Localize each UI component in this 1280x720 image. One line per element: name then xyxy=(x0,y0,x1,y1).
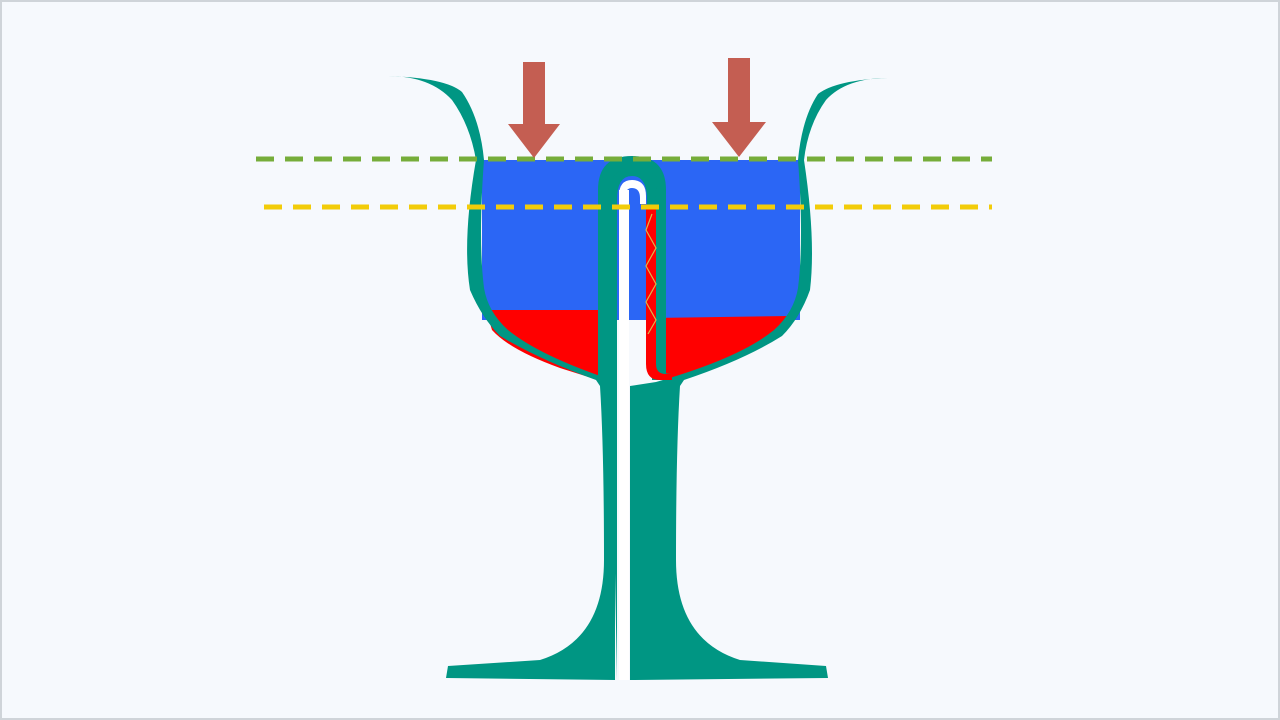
cup-right-wall xyxy=(630,78,888,680)
siphon-tube-wire xyxy=(645,213,657,335)
siphon-tube-liquid xyxy=(646,206,672,380)
siphon-tube-bend xyxy=(619,180,646,204)
wine-layer-right xyxy=(652,316,790,378)
wine-layer-left xyxy=(486,310,598,380)
water-layer xyxy=(482,160,800,320)
cup-left-wall xyxy=(388,76,615,680)
siphon-tube-channel xyxy=(619,190,629,680)
arrow-down-icon-right xyxy=(712,58,766,157)
arrow-down-icon-left xyxy=(508,62,560,158)
siphon-tube xyxy=(608,168,672,680)
